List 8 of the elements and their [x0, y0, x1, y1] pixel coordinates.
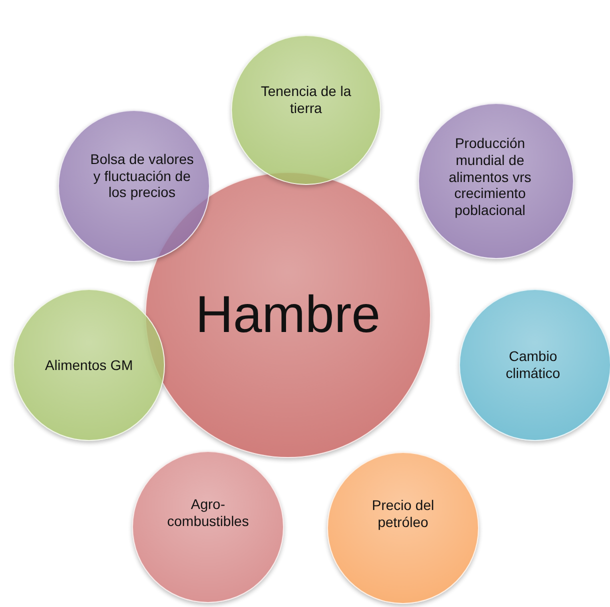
node-label: Cambio climático — [504, 348, 562, 382]
node-label: Producción mundial de alimentos vrs crecimiento poblacional — [448, 135, 532, 219]
node-label: Tenencia de la tierra — [260, 83, 352, 117]
node-label: Bolsa de valores y fluctuación de los precios — [89, 150, 195, 202]
node-label: Precio del petróleo — [370, 497, 436, 531]
node-label: Alimentos GM — [44, 356, 134, 374]
central-title: Hambre — [194, 284, 382, 346]
node-label: Agro-combustibles — [166, 496, 250, 530]
